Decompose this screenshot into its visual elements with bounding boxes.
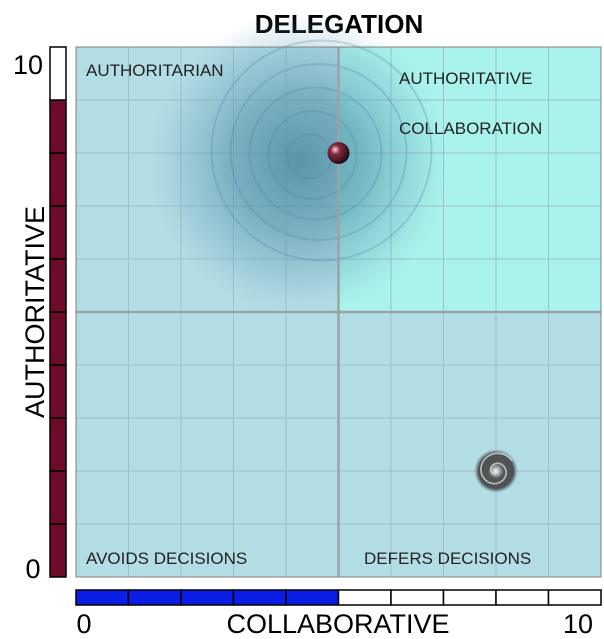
quadrant-label-authoritarian: AUTHORITARIAN [86, 61, 224, 80]
x-scale-segment [547, 589, 602, 606]
y-scale-segment [49, 258, 67, 313]
x-scale-bar [75, 589, 602, 606]
halo-ring [229, 63, 408, 241]
y-scale-segment [49, 99, 67, 154]
quadrant-dividers [76, 47, 601, 577]
y-scale-segment [49, 311, 67, 366]
quadrant-label-avoids-decisions: AVOIDS DECISIONS [86, 549, 247, 568]
x-scale-segment [180, 589, 235, 606]
data-points [327, 142, 518, 493]
x-tick-label-min: 0 [76, 609, 91, 639]
halo-ring [210, 39, 433, 262]
y-scale-segment [49, 364, 67, 419]
x-scale-segment [127, 589, 182, 606]
halo-ring [267, 110, 358, 200]
y-scale-segment [49, 523, 67, 578]
x-scale-segment [75, 589, 130, 606]
x-axis-label: COLLABORATIVE [226, 609, 449, 639]
y-scale-bar [49, 46, 67, 578]
y-tick-label-max: 10 [13, 50, 43, 80]
y-tick-label-min: 0 [25, 554, 40, 584]
point-halo [148, 13, 449, 313]
x-scale-segment [285, 589, 340, 606]
x-scale-segment [442, 589, 497, 606]
quadrant-label-authoritative: AUTHORITATIVE [399, 69, 533, 88]
quadrant-label-collaboration: COLLABORATION [399, 119, 542, 138]
x-scale-segment [390, 589, 445, 606]
y-scale-segment [49, 152, 67, 207]
x-tick-label-max: 10 [563, 609, 593, 639]
y-scale-segment [49, 205, 67, 260]
y-axis-label: AUTHORITATIVE [20, 206, 50, 418]
quadrant-label-defers-decisions: DEFERS DECISIONS [364, 549, 531, 568]
y-scale-segment [49, 470, 67, 525]
x-scale-segment [495, 589, 550, 606]
y-scale-segment [49, 417, 67, 472]
x-scale-segment [337, 589, 392, 606]
data-point-1 [474, 449, 518, 493]
spiral-arm [480, 452, 513, 485]
y-scale-segment [49, 46, 67, 101]
plot-border [75, 46, 602, 578]
data-point-0 [327, 142, 350, 164]
halo-layer [148, 13, 449, 313]
plot-area [75, 13, 602, 578]
halo-ring [248, 86, 383, 221]
x-scale-segment [232, 589, 287, 606]
